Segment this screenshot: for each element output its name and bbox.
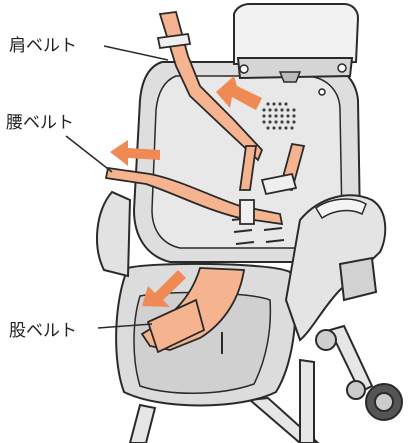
headrest-screw: [240, 65, 248, 73]
waist-belt-label: 腰ベルト: [6, 113, 74, 133]
seat-rivet: [319, 89, 325, 95]
shoulder-belt-label: 肩ベルト: [9, 36, 77, 56]
headrest: [234, 4, 358, 64]
waist-belt-buckle: [240, 200, 254, 224]
wheel-icon: [347, 381, 402, 420]
headrest-screw: [338, 64, 346, 72]
hinge-knob: [316, 330, 336, 350]
side-hinge: [340, 258, 376, 300]
leader-line-waist: [66, 136, 112, 172]
headrest-clip: [280, 72, 300, 82]
leader-line-shoulder: [104, 46, 168, 60]
crotch-belt-label: 股ベルト: [9, 321, 77, 341]
side-panel-left: [97, 192, 130, 276]
